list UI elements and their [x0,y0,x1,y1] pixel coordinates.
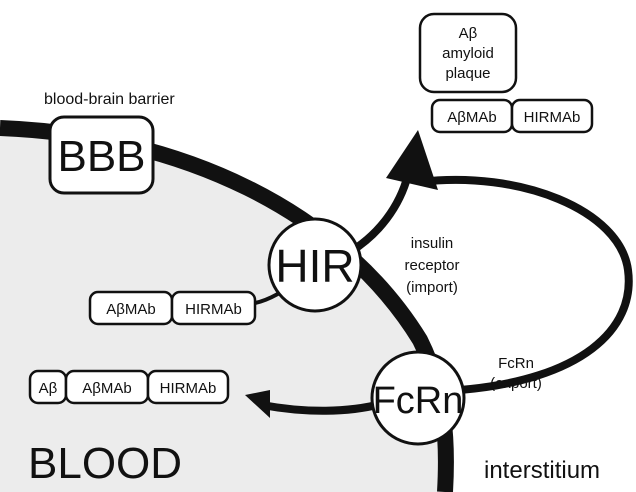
hir-caption-line1: insulin [411,235,454,252]
recycling-loop [419,175,633,394]
fcrn-receptor-circle [370,350,466,446]
bbb-caption: blood-brain barrier [44,91,175,108]
fcrn-caption-line1: FcRn [498,355,534,372]
top-complex-abmab-label: AβMAb [447,109,496,126]
export-arrow-head [245,390,270,418]
bbb-box [48,115,155,195]
blood-label: BLOOD [28,439,182,488]
top-complex-hirmab [510,98,594,134]
bbb-label: BBB [57,132,145,181]
bottom-complex-hirmab [146,369,230,405]
bottom-complex-hirmab-label: HIRMAb [160,380,217,397]
fcrn-caption-line2: (export) [490,375,542,392]
plaque-line1: Aβ [459,25,478,42]
interstitium-label: interstitium [484,457,600,484]
hir-label: HIR [275,240,354,292]
fcrn-label: FcRn [373,380,464,422]
middle-complex-abmab-label: AβMAb [106,301,155,318]
bottom-complex-abmab-label: AβMAb [82,380,131,397]
hir-receptor-circle [267,217,363,313]
middle-complex-hirmab [170,290,257,326]
bottom-complex-abeta-label: Aβ [39,380,58,397]
hir-caption-line2: receptor [404,257,459,274]
hir-caption-line3: (import) [406,279,458,296]
plaque-line2: amyloid [442,45,494,62]
middle-complex-hirmab-label: HIRMAb [185,301,242,318]
amyloid-plaque-box [418,12,518,94]
top-complex-hirmab-label: HIRMAb [524,109,581,126]
import-arrow-head [386,130,438,190]
plaque-line3: plaque [445,65,490,82]
